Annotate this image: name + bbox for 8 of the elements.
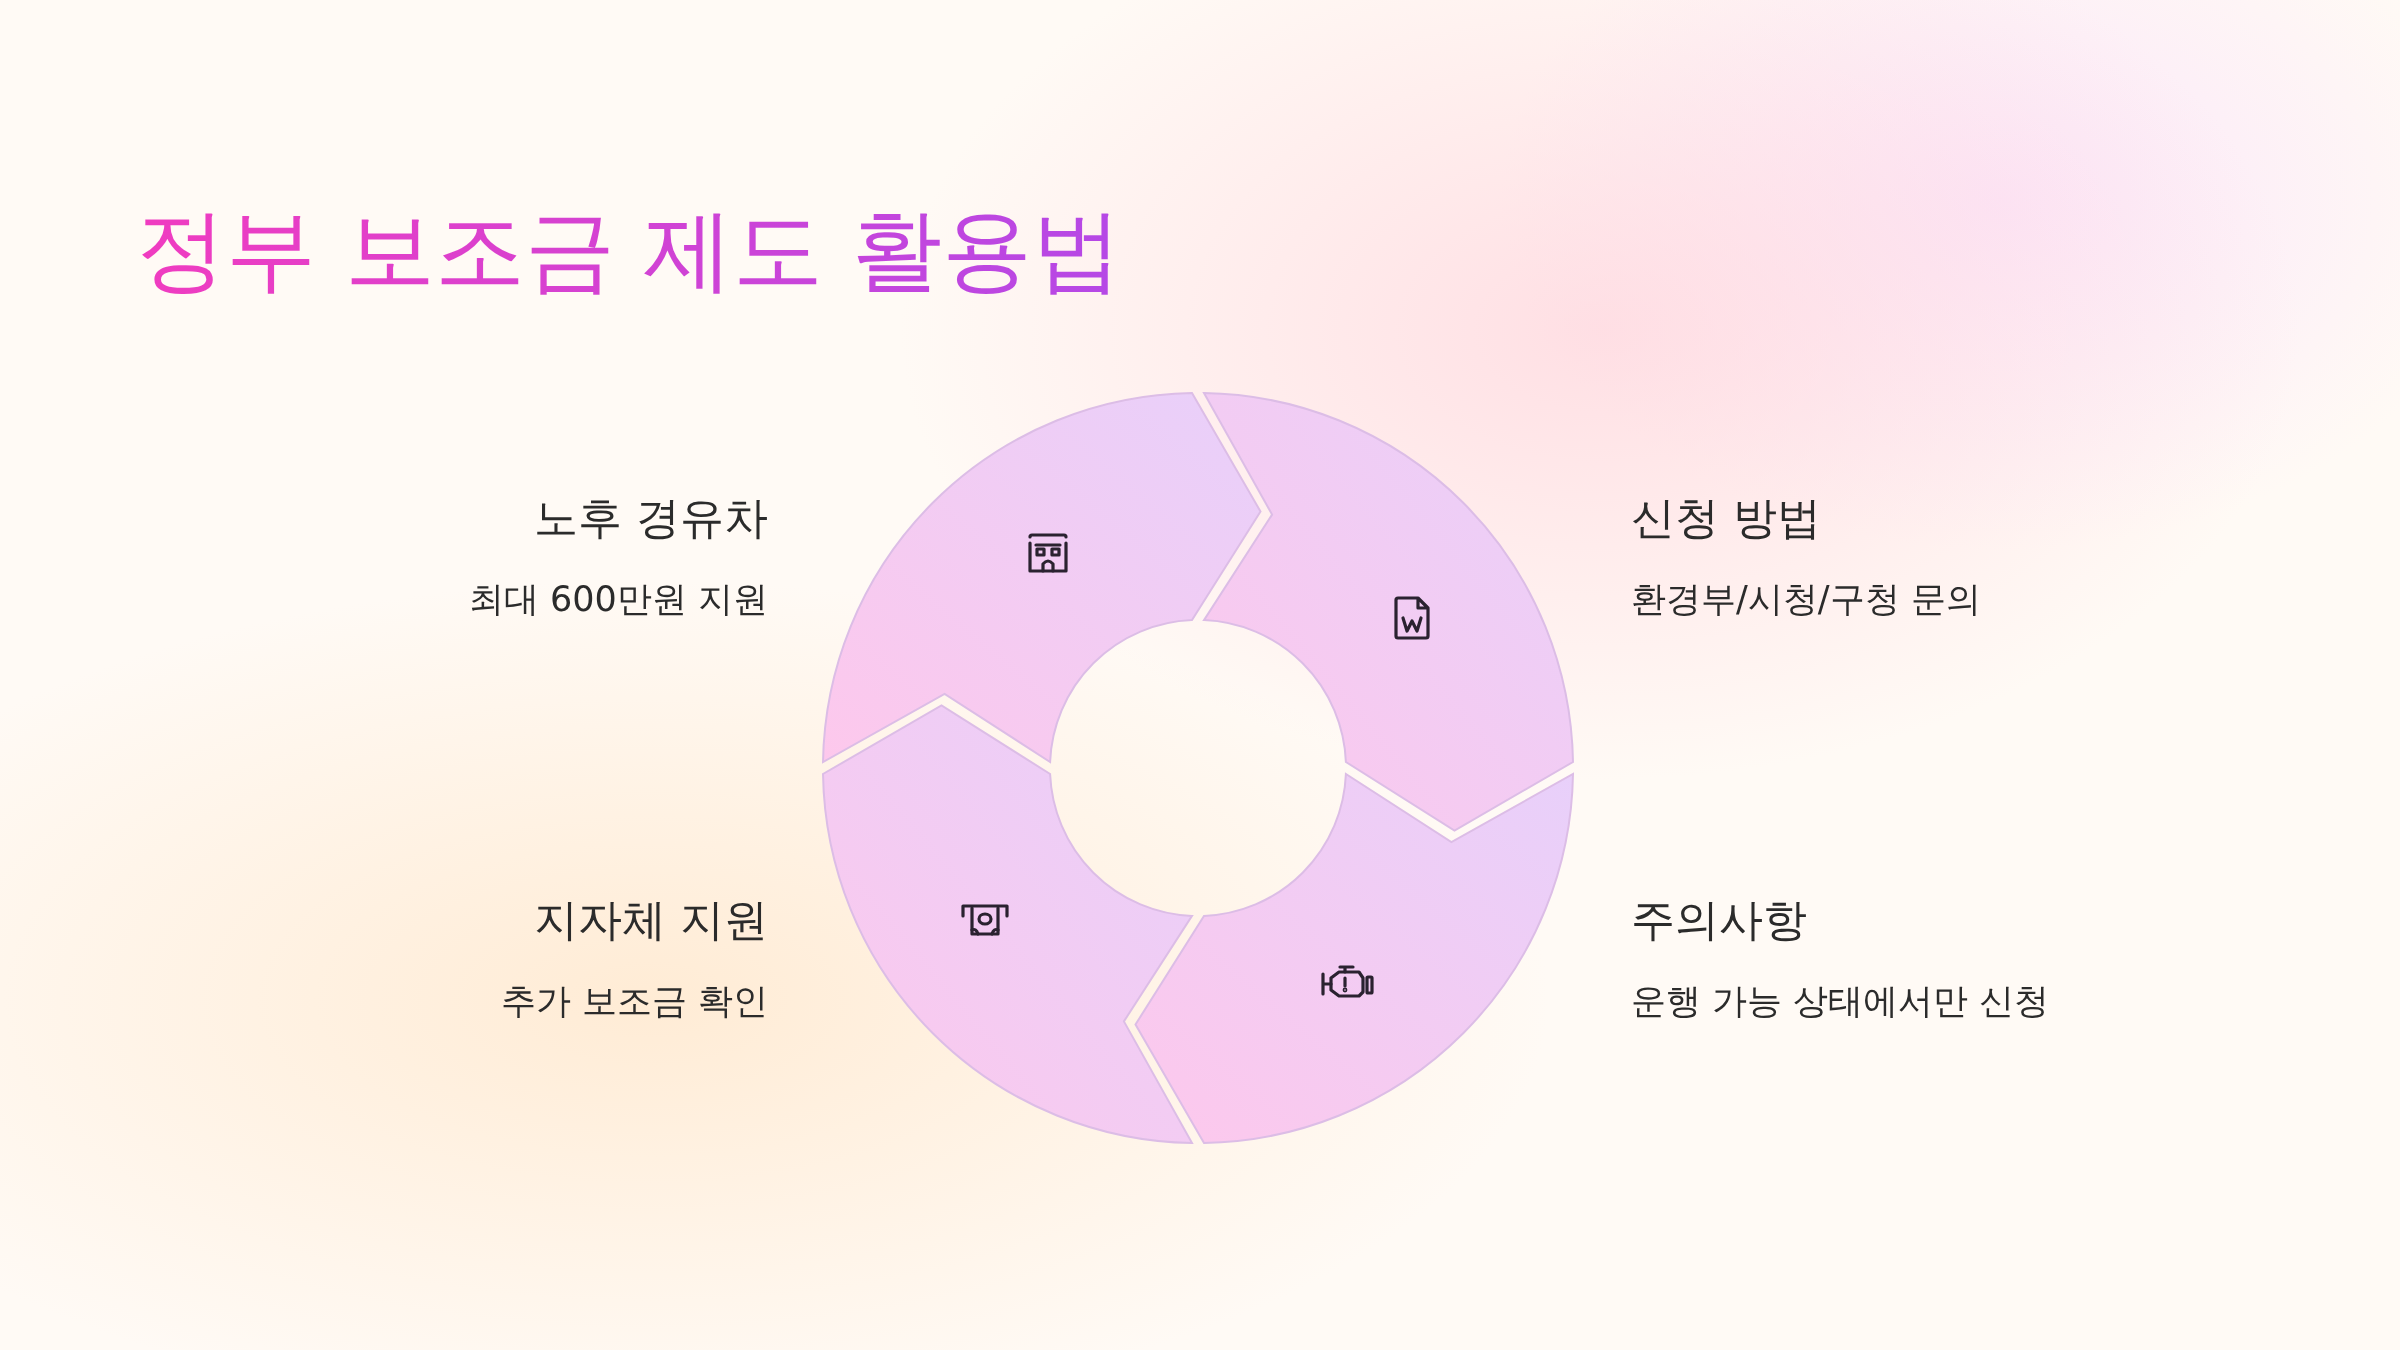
step-heading: 지자체 지원 xyxy=(534,893,768,947)
step-description: 추가 보조금 확인 xyxy=(500,980,768,1023)
step-heading: 신청 방법 xyxy=(1631,491,1821,545)
step-description: 운행 가능 상태에서만 신청 xyxy=(1631,980,2050,1023)
step-heading: 노후 경유차 xyxy=(534,491,768,545)
step-description: 최대 600만원 지원 xyxy=(468,578,768,621)
step-description: 환경부/시청/구청 문의 xyxy=(1631,578,1981,621)
step-heading: 주의사항 xyxy=(1631,893,1807,947)
